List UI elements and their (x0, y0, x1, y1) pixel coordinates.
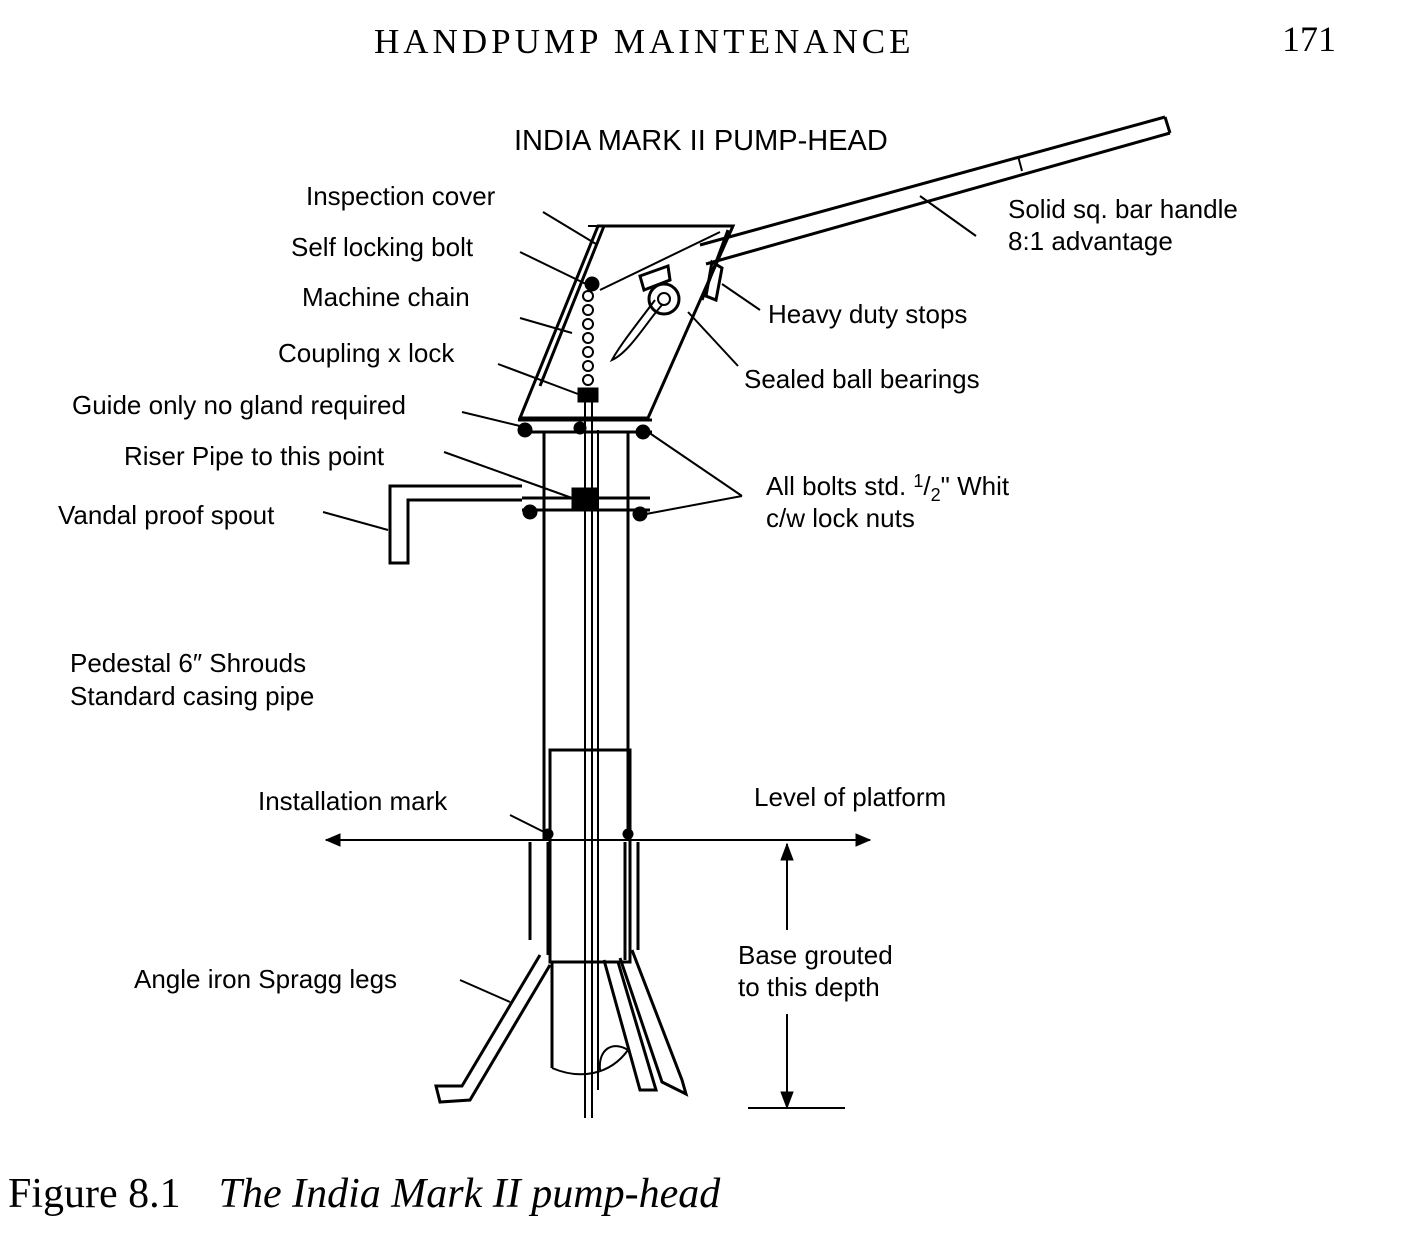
label-all-bolts-numerator: 1 (913, 471, 923, 491)
label-vandal-proof-spout: Vandal proof spout (58, 500, 275, 530)
label-heavy-duty-stops: Heavy duty stops (768, 299, 967, 329)
label-base-grouted-line2: to this depth (738, 972, 880, 1002)
label-guide: Guide only no gland required (72, 390, 406, 420)
label-handle-line1: Solid sq. bar handle (1008, 194, 1238, 224)
ball-bearing (647, 282, 681, 316)
label-level-of-platform: Level of platform (754, 782, 946, 812)
label-all-bolts-line2: c/w lock nuts (766, 503, 915, 533)
heavy-duty-stop (704, 259, 724, 303)
diagram-title: INDIA MARK II PUMP-HEAD (514, 125, 888, 157)
figure-caption: Figure 8.1 The India Mark II pump-head (8, 1170, 720, 1218)
spragg-legs (434, 949, 689, 1104)
figure-number: Figure 8.1 (8, 1171, 181, 1217)
label-all-bolts-prefix: All bolts std. (766, 471, 913, 501)
page-number: 171 (1282, 19, 1336, 59)
label-all-bolts-suffix: " Whit (941, 471, 1010, 501)
label-spragg-legs: Angle iron Spragg legs (134, 964, 397, 994)
label-machine-chain: Machine chain (302, 282, 470, 312)
label-riser-pipe: Riser Pipe to this point (124, 441, 385, 471)
handle (699, 115, 1172, 266)
platform-level-line (324, 833, 872, 847)
pedestal (528, 400, 640, 1118)
label-inspection-cover: Inspection cover (306, 181, 496, 211)
label-base-grouted-line1: Base grouted (738, 940, 893, 970)
label-all-bolts-slash: / (923, 471, 931, 501)
label-sealed-ball-bearings: Sealed ball bearings (744, 364, 980, 394)
label-all-bolts-denominator: 2 (931, 485, 941, 505)
label-pedestal-line1: Pedestal 6″ Shrouds (70, 648, 306, 678)
spout (388, 484, 522, 565)
label-handle-line2: 8:1 advantage (1008, 226, 1173, 256)
leader-lines (322, 195, 977, 1003)
running-head: HANDPUMP MAINTENANCE (374, 22, 915, 61)
pump-head-diagram: INDIA MARK II PUMP-HEAD (58, 115, 1238, 1118)
label-self-locking-bolt: Self locking bolt (291, 232, 474, 262)
label-pedestal-line2: Standard casing pipe (70, 681, 314, 711)
grout-depth-dimension (748, 842, 845, 1110)
figure-caption-text: The India Mark II pump-head (218, 1171, 721, 1217)
label-all-bolts: All bolts std. 1/2" Whit (766, 471, 1010, 505)
pump-head-housing (517, 224, 736, 420)
machine-chain (582, 290, 594, 386)
label-coupling-lock: Coupling x lock (278, 338, 455, 368)
label-installation-mark: Installation mark (258, 786, 448, 816)
